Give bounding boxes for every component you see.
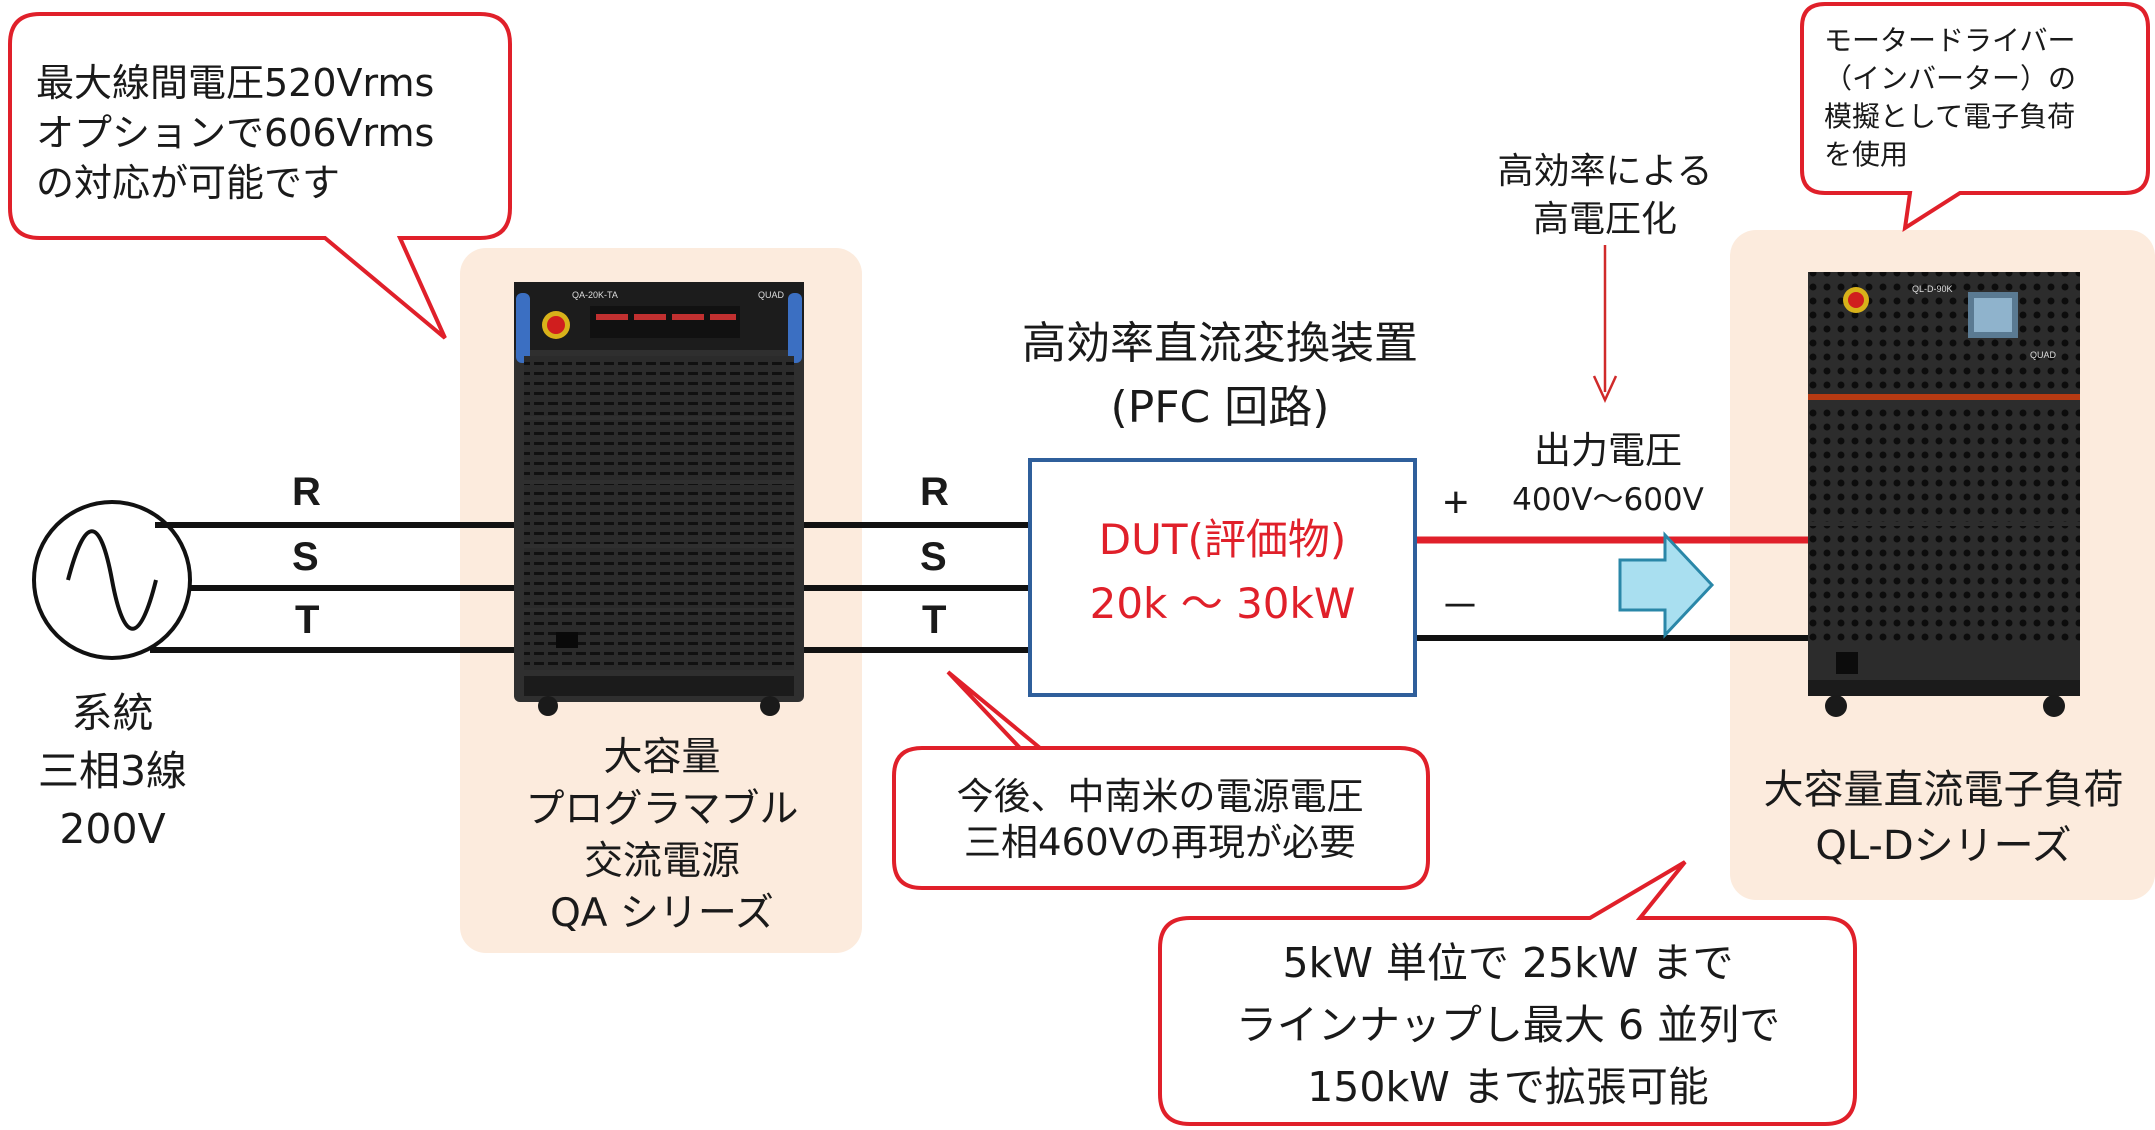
callout-expand-bubble bbox=[1158, 860, 1857, 1126]
efficiency-note-line-1: 高効率による bbox=[1497, 151, 1713, 192]
callout-voltage-line-2: オプションで606Vrms bbox=[36, 111, 435, 155]
callout-motor-line-1: モータードライバー bbox=[1824, 24, 2076, 57]
ac-source-line-1: 大容量 bbox=[603, 735, 721, 780]
callout-expand: 5kW 単位で 25kW まで ラインナップし最大 6 並列で 150kW まで… bbox=[1168, 932, 1848, 1118]
callout-motor-bubble bbox=[1800, 2, 2150, 233]
output-voltage-range: 400V～600V bbox=[1512, 482, 1704, 518]
callout-latam-bubble bbox=[892, 670, 1430, 890]
phase-label-t-right: T bbox=[922, 598, 947, 642]
output-voltage: 出力電圧 400V～600V bbox=[1488, 425, 1728, 523]
callout-motor-line-3: 模擬として電子負荷 bbox=[1824, 100, 2076, 133]
callout-motor: モータードライバー （インバーター）の 模擬として電子負荷 を使用 bbox=[1824, 22, 2076, 174]
ac-source-label: 大容量 プログラマブル 交流電源 QA シリーズ bbox=[462, 732, 862, 940]
phase-label-s-right: S bbox=[920, 535, 947, 579]
callout-motor-line-2: （インバーター）の bbox=[1824, 62, 2077, 95]
callout-expand-line-3: 150kW まで拡張可能 bbox=[1307, 1063, 1709, 1111]
callout-expand-line-1: 5kW 単位で 25kW まで bbox=[1282, 939, 1734, 987]
dc-plus-sign: + bbox=[1443, 478, 1469, 527]
callout-latam-line-1: 今後、中南米の電源電圧 bbox=[956, 775, 1364, 818]
dut-line-2: 20k ～ 30kW bbox=[1089, 579, 1356, 628]
ql-d-dc-load-cabinet bbox=[1808, 272, 2080, 717]
callout-voltage-line-1: 最大線間電圧520Vrms bbox=[36, 61, 435, 105]
qa-brand-logo: QUAD bbox=[758, 290, 785, 300]
pfc-title-line-2: (PFC 回路) bbox=[1110, 382, 1330, 433]
callout-latam-line-2: 三相460Vの再現が必要 bbox=[964, 821, 1356, 864]
ql-brand-logo: QUAD bbox=[2030, 350, 2057, 360]
callout-voltage-line-3: の対応が可能です bbox=[36, 161, 341, 205]
grid-source-line-1: 系統 bbox=[71, 689, 154, 737]
dc-load-line-2: QL-Dシリーズ bbox=[1815, 823, 2072, 869]
efficiency-arrow-head bbox=[1592, 375, 1618, 404]
dc-load-line-1: 大容量直流電子負荷 bbox=[1763, 767, 2124, 813]
dc-load-label: 大容量直流電子負荷 QL-Dシリーズ bbox=[1732, 762, 2155, 874]
phase-label-r-right: R bbox=[920, 470, 949, 514]
grid-source-line-3: 200V bbox=[59, 805, 166, 853]
callout-motor-line-4: を使用 bbox=[1824, 138, 1909, 171]
dut-box bbox=[1028, 458, 1417, 697]
qa-model-tag: QA-20K-TA bbox=[572, 290, 618, 300]
efficiency-note-line-2: 高電圧化 bbox=[1532, 199, 1677, 240]
dut-line-1: DUT(評価物) bbox=[1098, 515, 1347, 564]
output-voltage-title: 出力電圧 bbox=[1534, 429, 1682, 472]
qa-ac-source-cabinet bbox=[514, 282, 804, 716]
phase-label-s-left: S bbox=[292, 535, 319, 579]
callout-voltage: 最大線間電圧520Vrms オプションで606Vrms の対応が可能です bbox=[36, 58, 434, 208]
ac-source-line-4: QA シリーズ bbox=[550, 891, 774, 936]
sine-wave-icon bbox=[66, 529, 158, 631]
dut-label: DUT(評価物) 20k ～ 30kW bbox=[1032, 508, 1413, 636]
pfc-title: 高効率直流変換装置 (PFC 回路) bbox=[960, 312, 1480, 440]
phase-label-t-left: T bbox=[295, 598, 320, 642]
pfc-title-line-1: 高効率直流変換装置 bbox=[1022, 318, 1418, 369]
ql-model-tag: QL-D-90K bbox=[1912, 284, 1953, 294]
grid-source-line-2: 三相3線 bbox=[37, 747, 188, 795]
ac-source-line-2: プログラマブル bbox=[525, 787, 799, 832]
callout-voltage-bubble bbox=[8, 12, 512, 340]
callout-latam: 今後、中南米の電源電圧 三相460Vの再現が必要 bbox=[900, 774, 1420, 866]
grid-source-label: 系統 三相3線 200V bbox=[10, 684, 215, 858]
flow-arrow-icon bbox=[1618, 531, 1715, 639]
dc-minus-sign: － bbox=[1440, 585, 1480, 629]
ac-source-line-3: 交流電源 bbox=[583, 839, 740, 884]
phase-label-r-left: R bbox=[292, 470, 321, 514]
efficiency-note: 高効率による 高電圧化 bbox=[1465, 148, 1745, 244]
callout-expand-line-2: ラインナップし最大 6 並列で bbox=[1235, 1001, 1781, 1049]
